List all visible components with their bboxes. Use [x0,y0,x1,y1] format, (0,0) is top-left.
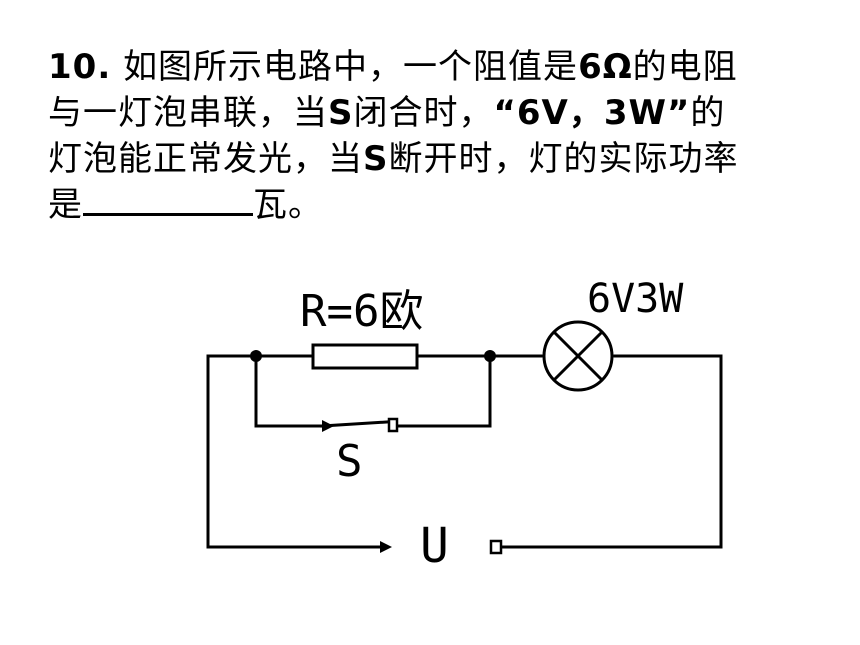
junction-right [484,350,496,362]
question-text-4a: 是 [48,185,83,225]
question-text-2a: 与一灯泡串联，当 [48,93,328,133]
source-terminal-negative [489,539,503,555]
question-text-2c: 的 [690,93,726,133]
switch-symbol: S [328,93,354,133]
lamp-rating: “6V，3W” [493,93,691,133]
question-text-1b: 的电阻 [632,47,738,87]
question-text: 10. 如图所示电路中，一个阻值是6Ω的电阻 与一灯泡串联，当S闭合时，“6V，… [48,44,828,228]
source-terminal-positive [380,541,392,553]
question-text-3a: 灯泡能正常发光，当 [48,139,363,179]
question-text-4b: 瓦。 [253,185,323,225]
question-text-1a: 如图所示电路中，一个阻值是 [123,47,579,87]
junction-left [250,350,262,362]
answer-blank[interactable] [83,183,253,216]
question-line-4: 是 瓦。 [48,182,828,228]
source-label: U [420,518,449,574]
switch-label: S [336,436,363,487]
resistor-label: R=6欧 [300,286,423,337]
question-text-3b: 断开时，灯的实际功率 [388,139,739,179]
wire-switch-branch-right [393,354,492,428]
question-line-1: 10. 如图所示电路中，一个阻值是6Ω的电阻 [48,44,828,90]
resistance-value: 6Ω [578,47,633,87]
question-number: 10 [48,47,98,87]
wire-top-right [501,354,723,549]
wire-left-side [206,354,382,549]
lamp-label: 6V3W [587,276,684,322]
question-line-2: 与一灯泡串联，当S闭合时，“6V，3W”的 [48,90,828,136]
resistor-symbol [311,343,419,370]
switch-blade [320,420,389,428]
lamp-symbol [542,320,614,392]
question-number-dot: . [97,47,112,87]
question-text-2b: 闭合时， [353,93,494,133]
question-line-3: 灯泡能正常发光，当S断开时，灯的实际功率 [48,136,828,182]
switch-pivot [322,420,334,432]
switch-symbol: S [363,139,389,179]
wire-switch-branch [254,354,324,428]
switch-contact [387,417,399,433]
